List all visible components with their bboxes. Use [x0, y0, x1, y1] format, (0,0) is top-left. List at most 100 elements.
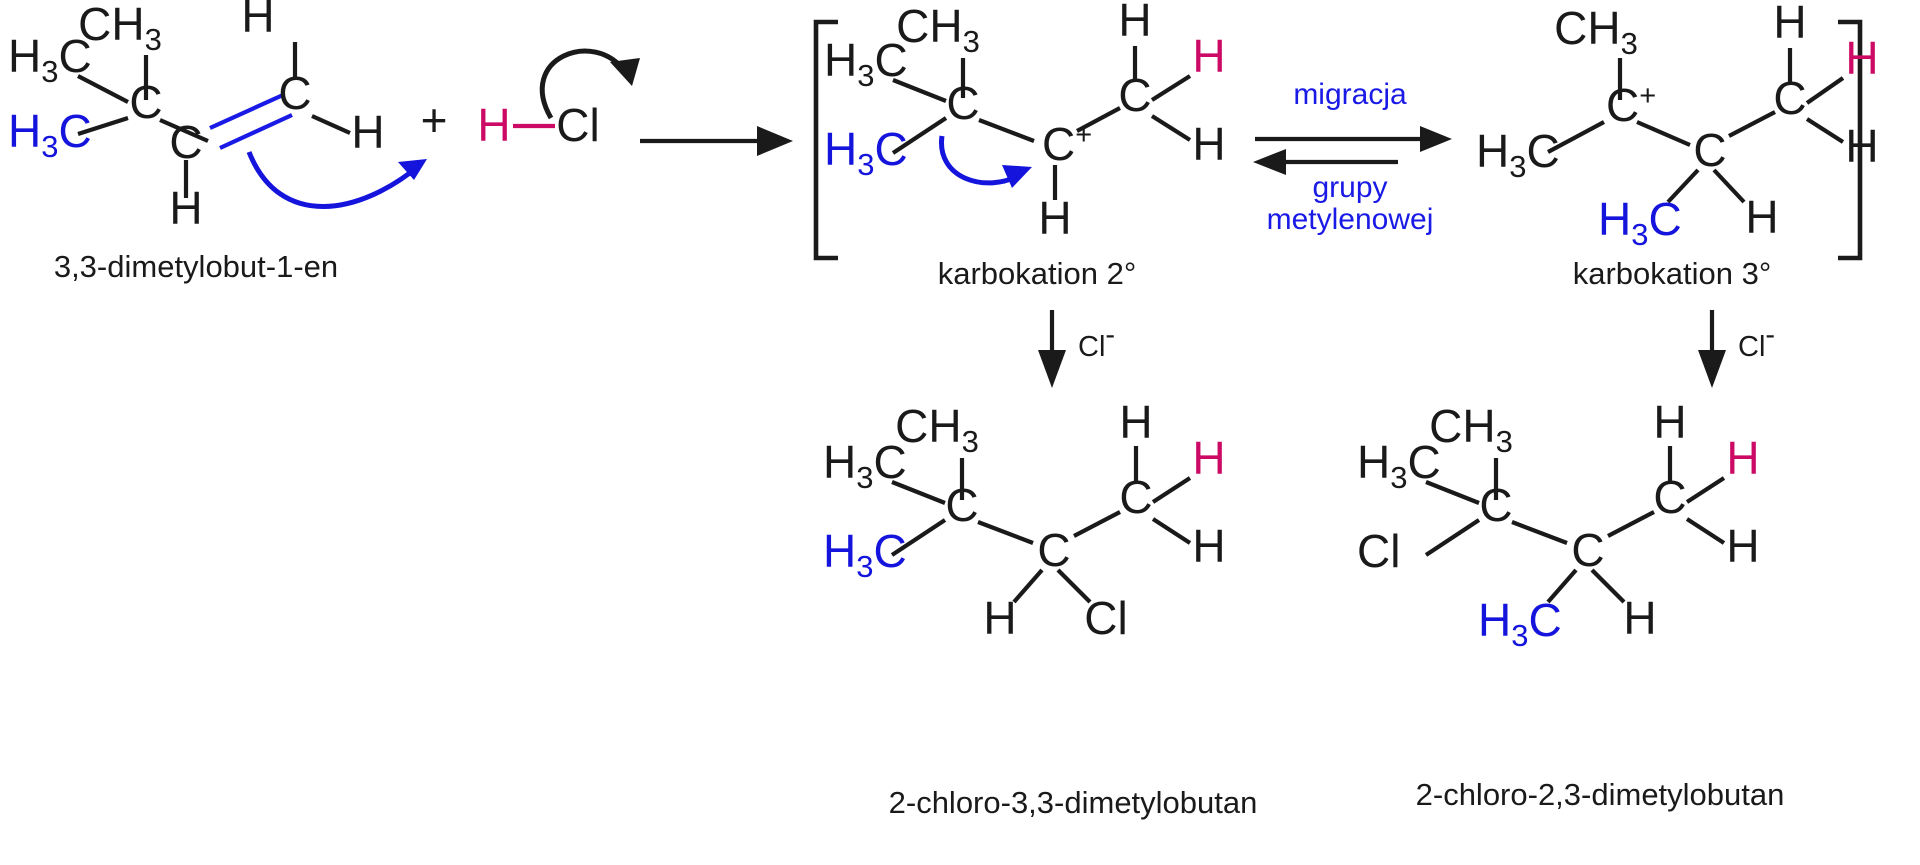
- bondP2-cq-ccenter: [1511, 520, 1568, 545]
- bond3-cright-hbottom: [1805, 117, 1845, 144]
- carbocation-secondary-structure: CH3 H3C H3C C C+ H C H H H: [824, 0, 1226, 244]
- atom-h3c-lower: H3C: [8, 105, 92, 164]
- atom-h-on-vinyl: H: [169, 182, 202, 234]
- equilibrium-bottom-head: [1253, 149, 1286, 175]
- equilibrium-top-head: [1420, 126, 1452, 152]
- atom-h-top-right: H: [241, 0, 274, 42]
- atom2-h-bottom-right: H: [1192, 118, 1225, 170]
- bond-double-outer: [219, 113, 293, 150]
- atomP2-ch3-top: CH3: [1429, 400, 1513, 459]
- atomP1-h-bottom-right: H: [1192, 520, 1225, 572]
- bondP1-ccenter-cl: [1056, 568, 1092, 604]
- atom3-h3c-left: H3C: [1476, 125, 1560, 184]
- plus-sign: +: [421, 94, 448, 146]
- atom3-h-below-center: H: [1745, 191, 1778, 243]
- atomP2-h3c-left: H3C: [1357, 436, 1441, 495]
- chloride-left-head: [1038, 350, 1066, 388]
- atomP1-h-top: H: [1119, 396, 1152, 448]
- atomP1-c-quaternary: C: [945, 479, 978, 531]
- bond3-ccation-ccenter: [1636, 120, 1691, 147]
- bondP2-cright-hpink: [1685, 476, 1726, 504]
- atom3-h3c-blue: H3C: [1598, 193, 1682, 252]
- atomP1-c-center: C: [1037, 524, 1070, 576]
- carbocation-tertiary-caption: karbokation 3°: [1573, 256, 1772, 291]
- bond3-cright-hpink: [1805, 76, 1845, 105]
- bond2-cq-h3cleft: [892, 78, 947, 103]
- bond2-cq-h3clower: [891, 116, 948, 155]
- migration-label-line3: metylenowej: [1267, 203, 1434, 236]
- atomP2-h-top: H: [1653, 396, 1686, 448]
- atomP1-ch3-top: CH3: [895, 400, 979, 459]
- bond-cq-cvinyl: [159, 118, 209, 143]
- product-left-structure: CH3 H3C H3C C C H Cl C H H H: [823, 396, 1226, 644]
- atom3-ch3-top: CH3: [1554, 2, 1638, 61]
- atomP1-c-right: C: [1119, 471, 1152, 523]
- atom-ch3-top: CH3: [78, 0, 162, 57]
- atom-h3c-left: H3C: [8, 30, 92, 89]
- atomP1-cl: Cl: [1084, 592, 1127, 644]
- atomP2-c-quaternary: C: [1479, 479, 1512, 531]
- atom2-c-cation: C+: [1042, 118, 1092, 170]
- bondP1-cq-h3cleft: [891, 480, 946, 505]
- chloride-arrow-right: Cl-: [1698, 310, 1775, 388]
- reactant-structure: CH3 H3C H3C C C H C H H 3,3-dimetylobut-…: [8, 0, 385, 284]
- atom-h-pink-hcl: H: [477, 99, 510, 151]
- bondP1-cq-ccenter: [977, 520, 1034, 545]
- product-left-caption: 2-chloro-3,3-dimetylobutan: [889, 785, 1258, 820]
- atom3-c-cation: C+: [1606, 79, 1656, 131]
- black-arrow-path: [539, 48, 628, 120]
- blue-migration-arrow-path: [939, 135, 1022, 186]
- bond-cq-h3clower: [77, 115, 129, 137]
- chloride-right-label: Cl-: [1738, 319, 1775, 363]
- atomP1-h3c-lower: H3C: [823, 525, 907, 584]
- atomP1-h-pink: H: [1192, 432, 1225, 484]
- hcl-molecule: H Cl: [477, 48, 640, 151]
- atom2-h-below-cation: H: [1038, 192, 1071, 244]
- atom3-h-top: H: [1773, 0, 1806, 48]
- main-reaction-arrow: [640, 126, 793, 156]
- atom3-h-pink: H: [1845, 32, 1878, 84]
- atomP2-c-center: C: [1571, 524, 1604, 576]
- atom2-h-top: H: [1118, 0, 1151, 46]
- bracket-right: [1838, 19, 1863, 261]
- atom3-c-right: C: [1773, 72, 1806, 124]
- chloride-arrow-left: Cl-: [1038, 310, 1115, 388]
- atom-cl-hcl: Cl: [556, 99, 599, 151]
- reactant-caption: 3,3-dimetylobut-1-en: [54, 249, 338, 284]
- bondP1-cq-h3clower: [890, 518, 947, 557]
- carbocation-tertiary-structure: CH3 C+ H3C C H3C H C H H H: [1476, 0, 1879, 252]
- product-right-caption: 2-chloro-2,3-dimetylobutan: [1416, 777, 1785, 812]
- atomP2-h-below-center: H: [1623, 592, 1656, 644]
- atom2-c-quaternary: C: [946, 77, 979, 129]
- bond-cvinylupper-hright: [311, 114, 351, 135]
- atom-h-right: H: [351, 106, 384, 158]
- atomP2-c-right: C: [1653, 471, 1686, 523]
- atomP1-h3c-left: H3C: [823, 436, 907, 495]
- atom2-ch3-top: CH3: [896, 0, 980, 59]
- blue-arrow-head: [398, 159, 427, 180]
- atom3-h-bottom-right: H: [1845, 120, 1878, 172]
- black-arrow-head: [610, 58, 640, 86]
- atomP1-h-below-center: H: [983, 592, 1016, 644]
- bond3-ccenter-h: [1712, 168, 1746, 204]
- atomP2-h-pink: H: [1726, 432, 1759, 484]
- bond-cq-h3cleft: [77, 74, 129, 104]
- bondP1-cright-hpink: [1151, 476, 1192, 504]
- bondP1-ccenter-cright: [1073, 510, 1121, 538]
- atom-c-vinyl-upper: C: [278, 67, 311, 119]
- bond3-ccenter-h3cblue: [1666, 168, 1700, 204]
- bondP2-ccenter-h: [1590, 568, 1626, 604]
- migration-label-line1: migracja: [1293, 78, 1407, 111]
- bond2-ccation-cright: [1076, 106, 1121, 133]
- bondP2-cq-cl: [1424, 518, 1481, 557]
- atomP2-h-bottom-right: H: [1726, 520, 1759, 572]
- atom2-c-right: C: [1118, 69, 1151, 121]
- bondP1-ccenter-h: [1012, 568, 1044, 604]
- bond3-ccenter-cright: [1728, 110, 1776, 138]
- main-arrow-head: [757, 126, 793, 156]
- bondP2-ccenter-h3cblue: [1546, 568, 1578, 604]
- atom-c-vinyl-lower: C: [169, 116, 202, 168]
- atom-c-quaternary: C: [129, 76, 162, 128]
- atom2-h3c-lower: H3C: [824, 123, 908, 182]
